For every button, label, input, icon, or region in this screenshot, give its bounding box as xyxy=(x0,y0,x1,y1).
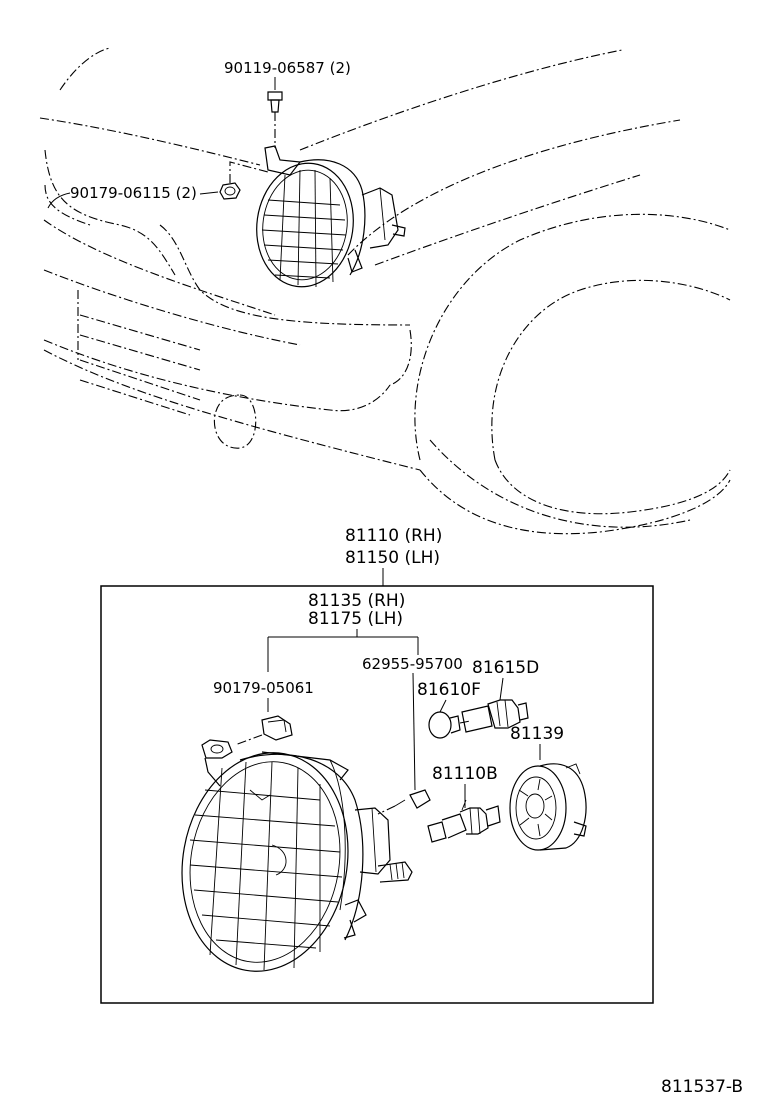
nut-leader-line xyxy=(199,191,219,195)
clip-icon xyxy=(377,789,431,815)
clip-part-label: 62955-95700 xyxy=(362,655,463,673)
nut-inner-label: 90179-05061 xyxy=(213,679,314,697)
bulb-small-label: 81610F xyxy=(417,680,481,700)
main-bulb-icon xyxy=(427,799,501,843)
upper-lamp-illustration xyxy=(256,145,406,288)
unit-lh-label: 81175 (LH) xyxy=(308,609,403,629)
headlamp-unit-illustration xyxy=(181,739,413,972)
screw-icon xyxy=(267,91,283,148)
cover-label: 81139 xyxy=(510,724,564,744)
bulb-small-leader xyxy=(439,699,447,713)
cover-icon xyxy=(509,763,587,851)
assembly-rh-label: 81110 (RH) xyxy=(345,526,442,546)
nut-leader-tail xyxy=(47,192,71,209)
nut-part-label: 90179-06115 (2) xyxy=(70,184,197,202)
nut-icon xyxy=(219,161,269,200)
bulb-main-label: 81110B xyxy=(432,764,498,784)
socket-icon xyxy=(461,699,529,733)
car-body-outline xyxy=(39,47,731,535)
reference-code: 811537-B xyxy=(661,1077,743,1097)
clip-leader xyxy=(412,672,416,791)
unit-rh-label: 81135 (RH) xyxy=(308,591,405,611)
small-bulb-icon xyxy=(428,711,471,739)
socket-leader xyxy=(499,677,504,701)
parts-box xyxy=(100,585,654,1004)
socket-label: 81615D xyxy=(472,658,539,678)
screw-part-label: 90119-06587 (2) xyxy=(224,59,351,77)
assembly-lh-label: 81150 (LH) xyxy=(345,548,440,568)
inner-nut-icon xyxy=(234,715,293,746)
unit-bracket-lines xyxy=(267,629,419,672)
